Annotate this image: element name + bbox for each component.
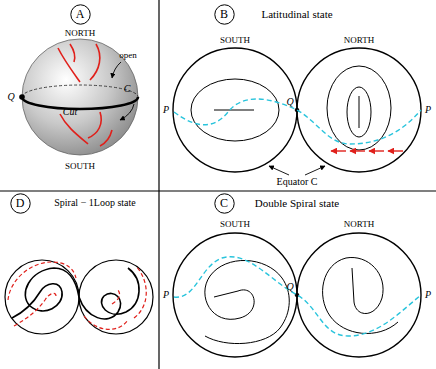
figure-stroke (84, 266, 146, 329)
point-name: Q (286, 97, 293, 107)
pole-name: NORTH (65, 29, 95, 38)
figure-stroke (305, 166, 325, 175)
sphere (19, 39, 138, 155)
panel-letter-text: B (214, 4, 235, 21)
figure-stroke (12, 268, 79, 318)
figure-stroke (347, 87, 371, 137)
letter-circle-outline (214, 4, 233, 23)
pole-name: NORTH (344, 220, 374, 229)
point-name: P (163, 290, 169, 300)
figure-stroke (350, 150, 365, 151)
point-name: P (425, 105, 431, 115)
figure-stroke (331, 150, 346, 151)
figure-stroke (5, 260, 79, 334)
figure-stroke (331, 150, 403, 151)
panel-title: Latitudinal state (261, 9, 332, 20)
pole-name: SOUTH (220, 36, 250, 45)
panel-title: Spiral − 1Loop state (54, 198, 135, 208)
figure-stroke (369, 150, 384, 151)
figure-stroke (0, 190, 436, 191)
panel-letter: B (214, 4, 235, 25)
figure-stroke (58, 48, 80, 82)
figure-stroke (120, 104, 134, 120)
panel-letter-text: D (10, 193, 31, 210)
figure-stroke (22, 39, 138, 155)
point-name: P (425, 290, 431, 300)
figure-stroke (158, 0, 159, 369)
spiral-loop-disks (5, 260, 153, 334)
pole-name: NORTH (344, 36, 374, 45)
figure-stroke (174, 257, 421, 336)
figure-stroke (214, 291, 238, 297)
panel-letter-text: C (214, 193, 235, 210)
figure-stroke (112, 62, 121, 78)
letter-circle-outline (10, 193, 29, 212)
curve-name: C (124, 84, 131, 94)
latitudinal-disks (173, 48, 421, 175)
figure-stroke (388, 150, 403, 151)
figure-stroke (214, 110, 254, 111)
figure-stroke (100, 130, 112, 146)
pole-name: SOUTH (220, 220, 250, 229)
figure-stroke (22, 85, 138, 97)
figure-stroke (79, 260, 153, 334)
point-name: Q (7, 92, 14, 102)
annotation: Cut (63, 107, 77, 117)
letter-circle-outline (214, 193, 233, 212)
figure-stroke (90, 44, 100, 80)
pole-name: SOUTH (65, 162, 95, 171)
annotation: open (119, 51, 137, 60)
figure-stroke (8, 262, 76, 326)
annotation: Equator C (277, 177, 318, 187)
figure-stroke (22, 97, 138, 109)
figure-stroke (297, 233, 421, 357)
point-name: Q (286, 282, 293, 292)
panel-letter: A (70, 4, 91, 25)
figure-stroke (297, 48, 421, 172)
panel-letter-text: A (70, 4, 91, 21)
figure-stroke (60, 114, 88, 144)
figure-stroke (359, 96, 360, 128)
letter-circle-outline (70, 4, 89, 23)
figure-stroke (58, 44, 112, 146)
panel-title: Double Spiral state (255, 198, 339, 209)
figure-stroke (191, 79, 279, 141)
figure-stroke (205, 260, 289, 343)
figure-stroke (173, 48, 297, 172)
figure-stroke (70, 44, 75, 62)
figure-stroke (327, 66, 391, 150)
figure-stroke (19, 94, 25, 100)
figure-stroke (79, 268, 139, 319)
figure-stroke (269, 166, 289, 175)
panel-letter: C (214, 193, 235, 214)
figure-stroke (88, 112, 101, 138)
figure-stroke (352, 268, 354, 302)
figure-stroke (173, 233, 297, 357)
figure-stroke (174, 99, 421, 144)
panel-letter: D (10, 193, 31, 214)
point-name: P (163, 105, 169, 115)
double-spiral-disks (173, 233, 421, 357)
